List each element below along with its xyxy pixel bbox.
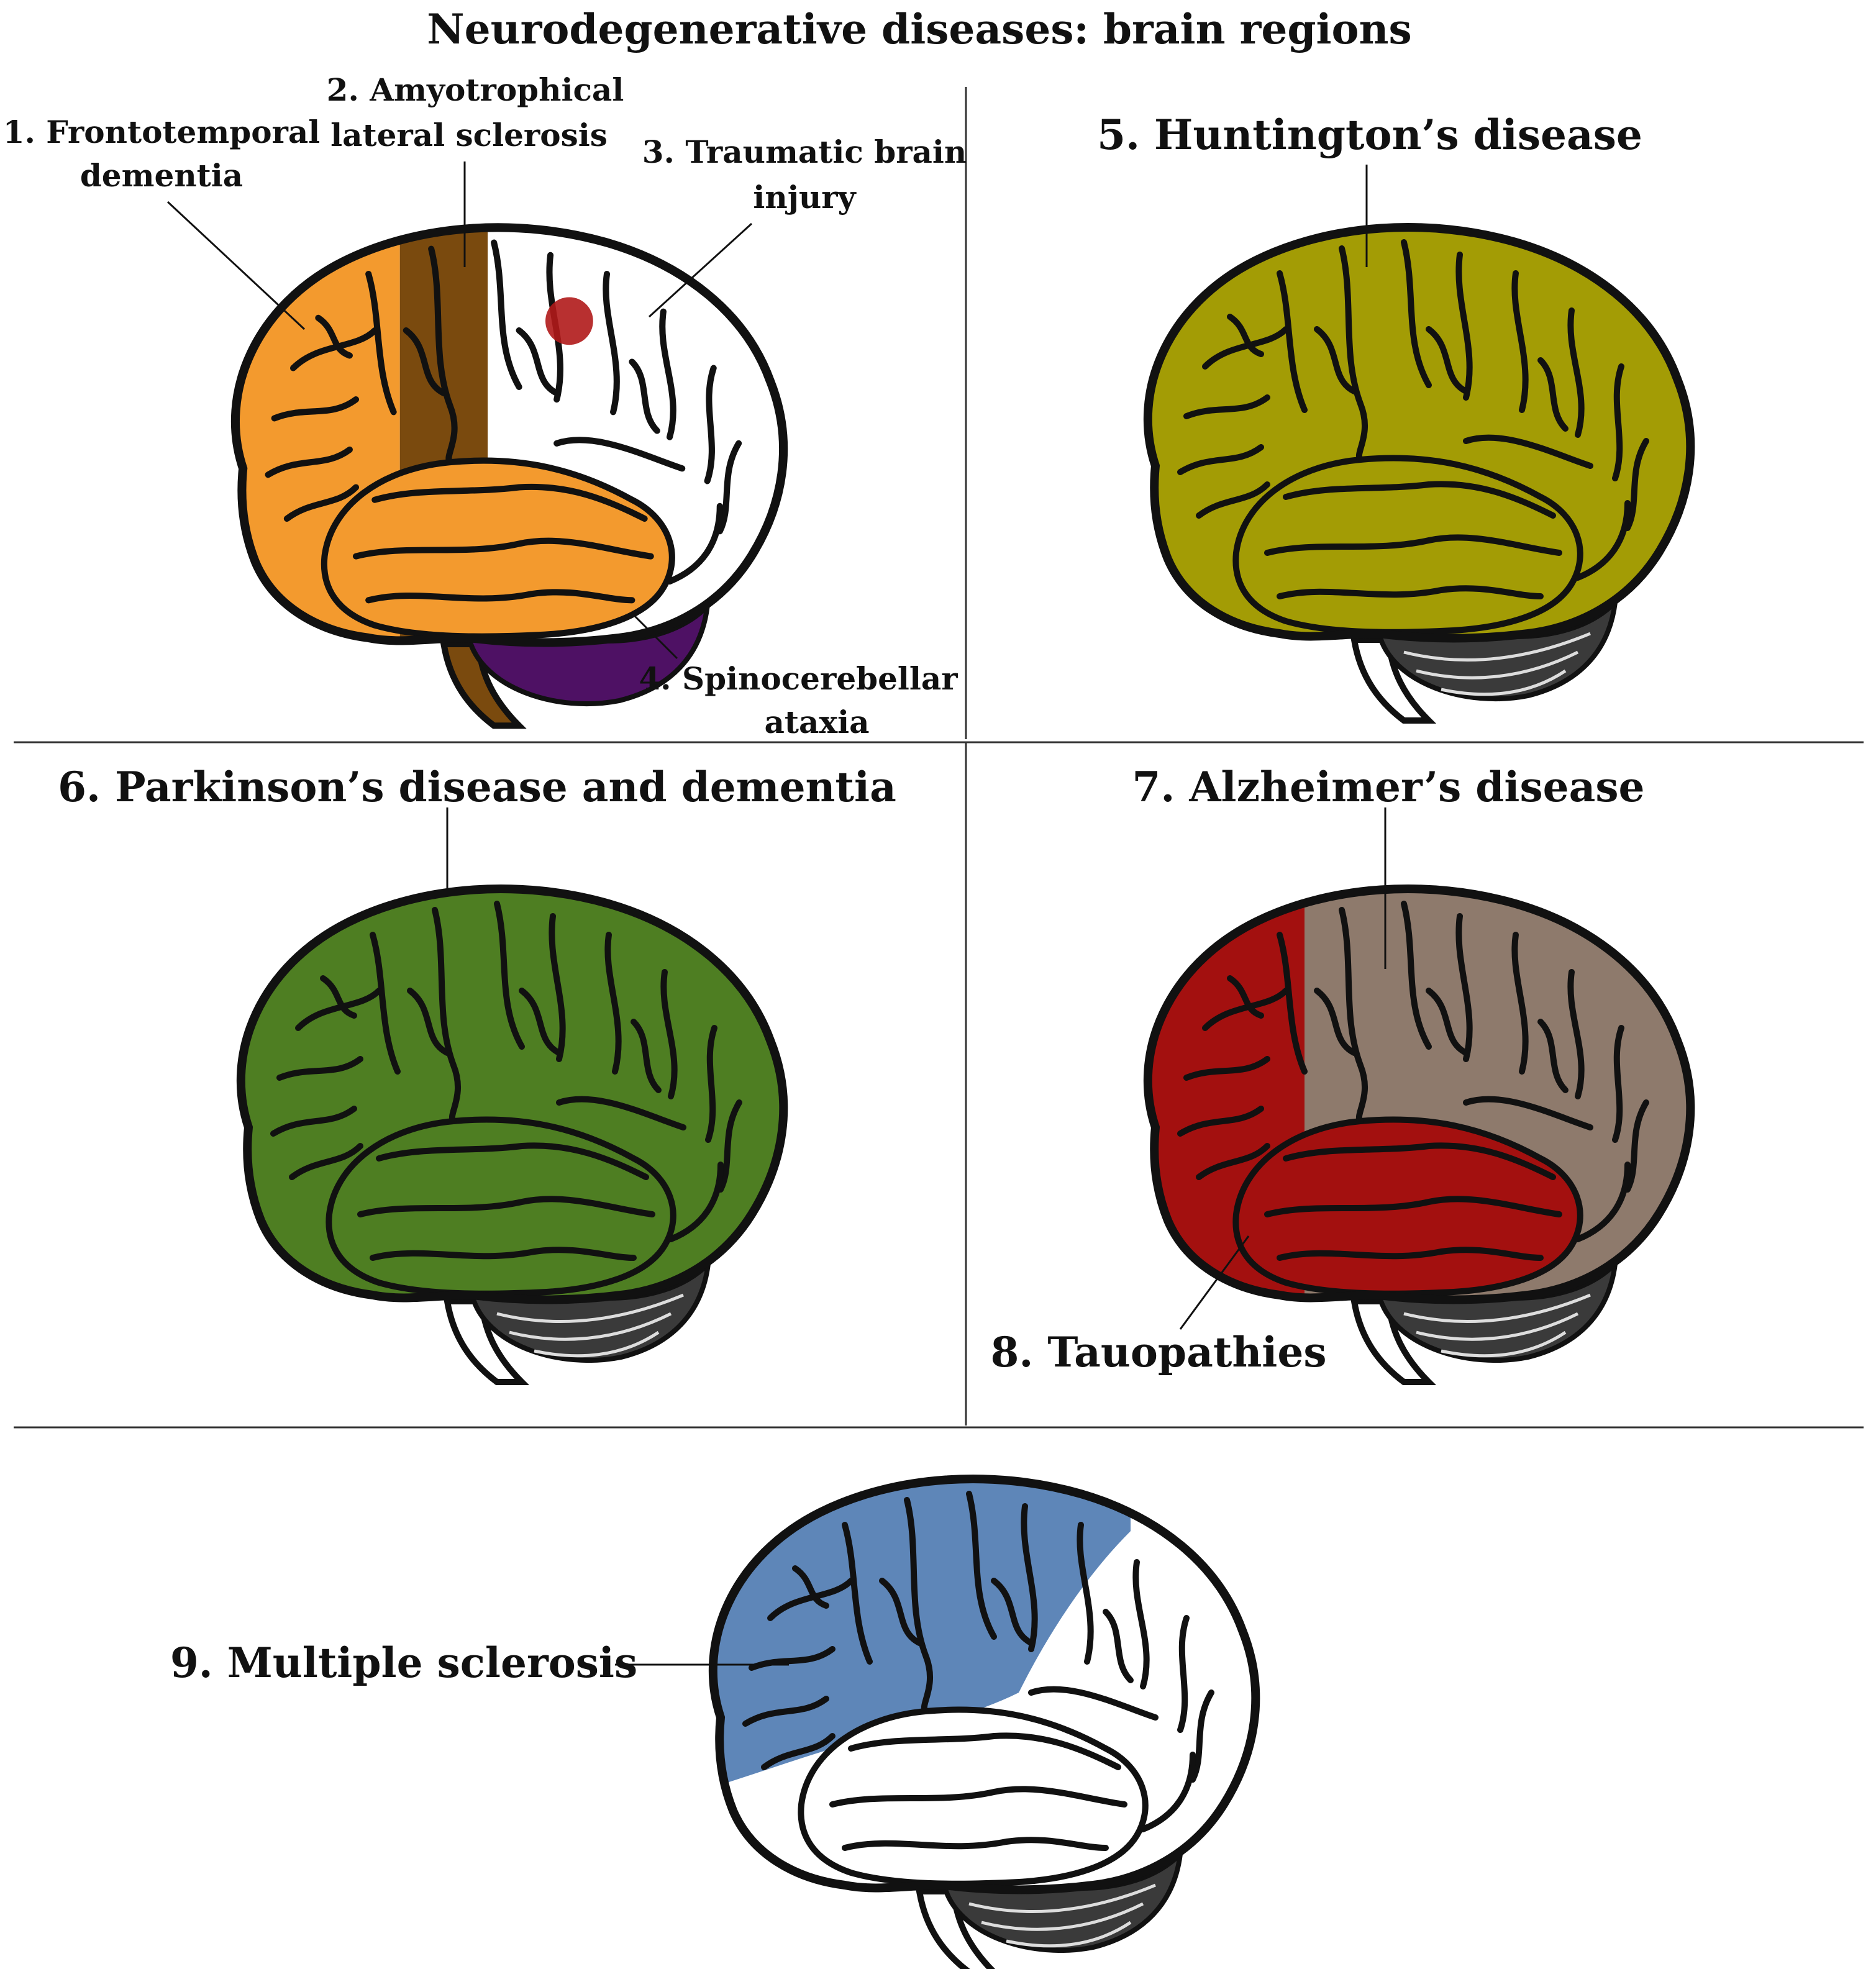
label-alzheimer: 7. Alzheimer’s disease [1132, 763, 1644, 811]
label-huntington: 5. Huntington’s disease [1097, 111, 1642, 159]
labels-panel-1-4: 1. Frontotemporal dementia 2. Amyotrophi… [3, 71, 967, 740]
panel-dividers [14, 87, 1864, 1429]
brain-panel-parkinson [241, 889, 783, 1382]
brain-panel-huntington [1148, 227, 1690, 721]
label-als-line1: 2. Amyotrophical [327, 71, 624, 108]
label-tbi-line2: injury [753, 179, 857, 216]
diagram-title: Neurodegenerative diseases: brain region… [427, 5, 1411, 53]
brain-panel-1-4 [168, 205, 795, 725]
label-frontotemporal-line2: dementia [80, 157, 243, 194]
label-tbi-line1: 3. Traumatic brain [642, 134, 967, 170]
leader-frontotemporal [166, 201, 306, 330]
label-multiple-sclerosis: 9. Multiple sclerosis [170, 1639, 637, 1687]
leader-sca [632, 614, 678, 660]
label-frontotemporal-line1: 1. Frontotemporal [3, 114, 321, 150]
leader-tauopathies [1179, 1235, 1250, 1330]
label-parkinson: 6. Parkinson’s disease and dementia [58, 763, 896, 811]
brain-panel-ms [646, 1457, 1267, 1969]
label-sca-line1: 4. Spinocerebellar [639, 660, 958, 697]
region-tbi-lesion [545, 297, 593, 345]
label-tauopathies: 8. Tauopathies [990, 1328, 1326, 1376]
label-sca-line2: ataxia [764, 704, 869, 740]
brain-panel-alzheimer [1081, 866, 1702, 1382]
leader-tbi [648, 222, 753, 318]
label-als-line2: lateral sclerosis [330, 117, 608, 153]
